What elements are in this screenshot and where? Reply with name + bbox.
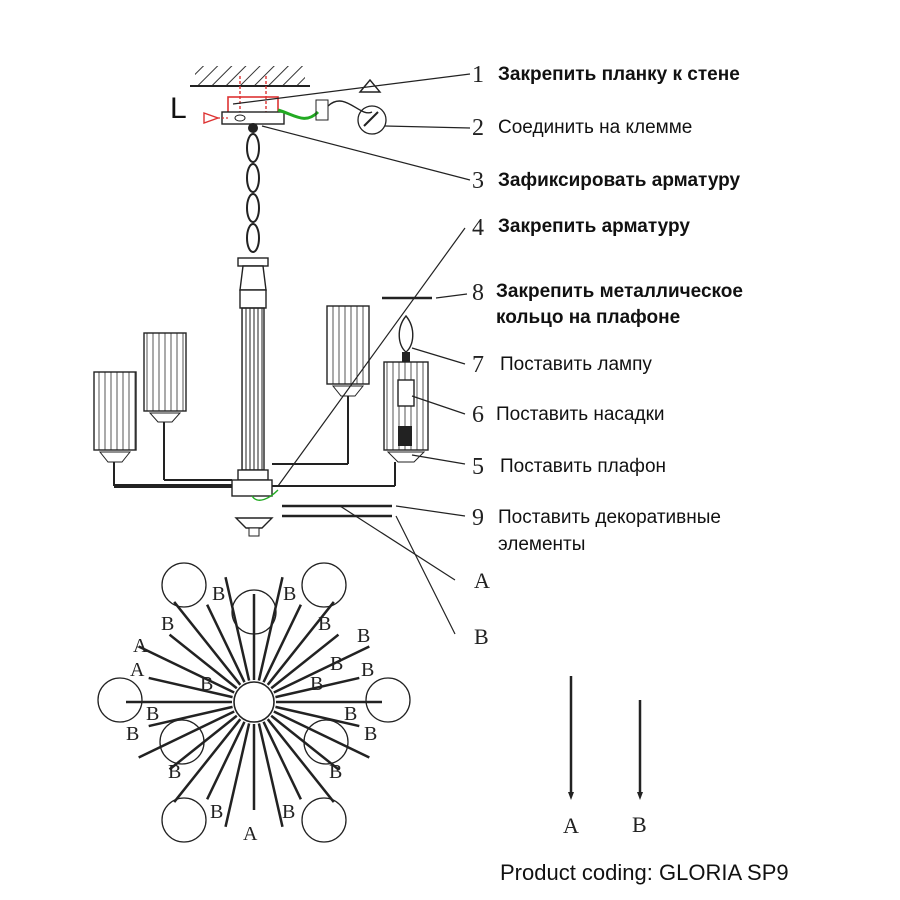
decorative-rod-top-view (273, 645, 370, 694)
decorative-rod-top-view (173, 718, 242, 803)
step-7-number: 7 (472, 352, 484, 378)
step-8-label: Закрепить металлическое (496, 281, 743, 302)
star-part-label: B (330, 653, 343, 675)
star-part-label: B (168, 761, 181, 783)
shade-circle-top-view (161, 797, 207, 843)
star-part-label: A (130, 659, 145, 681)
ceiling-mount (190, 66, 387, 135)
star-part-label: B (146, 703, 159, 725)
shade-circle-top-view (97, 677, 143, 723)
star-part-label: B (126, 723, 139, 745)
star-part-label: B (329, 761, 342, 783)
step-9-label: Поставить декоративные (498, 507, 721, 528)
decorative-rod-top-view (275, 676, 360, 699)
star-part-label: B (364, 723, 377, 745)
decorative-rod-top-view (262, 721, 302, 800)
decorative-rod-top-view (173, 601, 242, 686)
shade-far-left (93, 371, 137, 463)
step-6-label: Поставить насадки (496, 404, 665, 425)
decorative-rod-top-view (270, 714, 340, 771)
decorative-rod-top-view (224, 576, 251, 681)
decorative-rod-top-view (275, 705, 360, 728)
part-b-callout: B (474, 624, 489, 649)
leader-lines (232, 73, 471, 635)
step-2-number: 2 (472, 115, 484, 141)
step-2-label: Соединить на клемме (498, 117, 692, 138)
decorative-rods (282, 504, 392, 518)
part-legend (568, 676, 643, 800)
star-part-label: B (212, 583, 225, 605)
decorative-rod-top-view (266, 601, 335, 686)
star-part-label: B (344, 703, 357, 725)
shade-right (326, 305, 370, 397)
step-9-label-line2: элементы (498, 534, 585, 555)
star-part-label: A (133, 635, 148, 657)
decorative-rod-top-view (148, 705, 233, 728)
decorative-rod-top-view (257, 723, 284, 828)
star-part-label: B (310, 673, 323, 695)
decorative-rod-top-view (206, 721, 246, 800)
step-9-number: 9 (472, 505, 484, 531)
shade-circle-top-view (161, 562, 207, 608)
decorative-rod-top-view (266, 718, 335, 803)
part-a-callout: A (474, 568, 490, 593)
shade-circle-top-view (303, 719, 349, 765)
star-part-label: B (161, 613, 174, 635)
star-part-label: B (210, 801, 223, 823)
star-part-label: B (318, 613, 331, 635)
star-part-label: B (200, 673, 213, 695)
arms (113, 395, 396, 488)
step-5-label: Поставить плафон (500, 456, 666, 477)
step-6-number: 6 (472, 402, 484, 428)
shade-exploded (382, 296, 432, 463)
central-column (231, 257, 273, 497)
decorative-rod-top-view (168, 714, 238, 771)
product-code: Product coding: GLORIA SP9 (500, 860, 789, 885)
step-8-number: 8 (472, 280, 484, 306)
chain (246, 123, 260, 253)
decorative-rod-top-view (138, 645, 235, 694)
part-a-label: A (563, 813, 579, 838)
step-8-label-line2: кольцо на плафоне (496, 307, 680, 328)
ground-symbol: L (170, 92, 187, 125)
step-3-label: Зафиксировать арматуру (498, 170, 740, 191)
part-b-label: B (632, 812, 647, 837)
step-7-label: Поставить лампу (500, 354, 652, 375)
star-part-label: B (361, 659, 374, 681)
decorative-rod-top-view (168, 633, 238, 690)
shade-left (143, 332, 187, 423)
shade-circle-top-view (231, 589, 277, 635)
step-4-number: 4 (472, 215, 484, 241)
star-part-label: B (357, 625, 370, 647)
decorative-rod-top-view (262, 604, 302, 683)
step-1-label: Закрепить планку к стене (498, 64, 740, 85)
decorative-rod-top-view (138, 710, 235, 759)
step-4-label: Закрепить арматуру (498, 216, 690, 237)
step-1-number: 1 (472, 62, 484, 88)
center-hub-top-view (233, 681, 275, 723)
decorative-rod-top-view (273, 710, 370, 759)
shade-circle-top-view (301, 797, 347, 843)
decorative-rod-top-view (206, 604, 246, 683)
star-part-label: B (282, 801, 295, 823)
step-3-number: 3 (472, 168, 484, 194)
decorative-rod-top-view (257, 576, 284, 681)
shade-circle-top-view (301, 562, 347, 608)
decorative-rod-top-view (270, 633, 340, 690)
decorative-rod-top-view (148, 676, 233, 699)
shade-circle-top-view (365, 677, 411, 723)
star-part-label: A (243, 823, 258, 845)
decorative-rod-top-view (224, 723, 251, 828)
bottom-finial (234, 489, 279, 537)
shade-circle-top-view (159, 719, 205, 765)
step-5-number: 5 (472, 454, 484, 480)
star-part-label: B (283, 583, 296, 605)
